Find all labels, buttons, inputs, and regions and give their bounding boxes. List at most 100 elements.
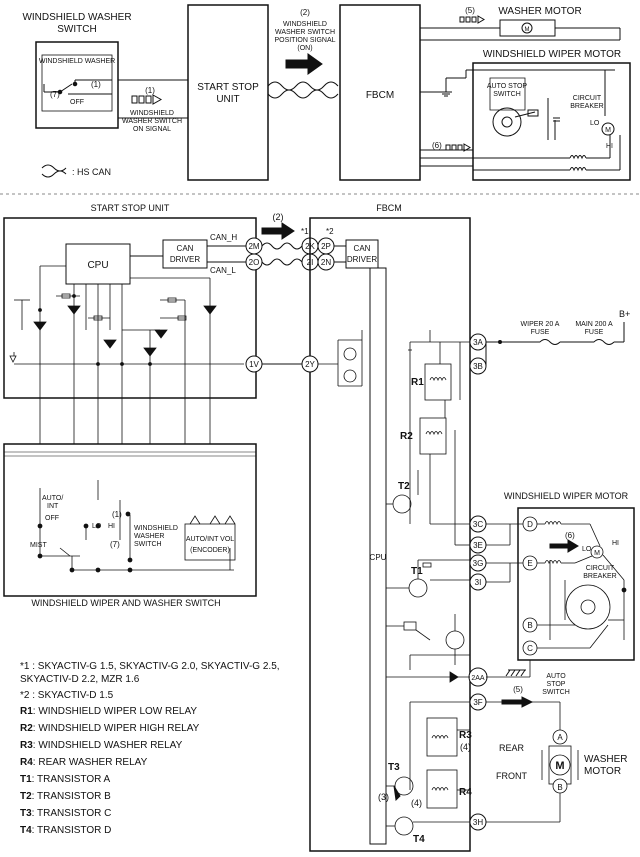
washer-motor-bottom <box>486 701 579 823</box>
top-washer-motor-label: WASHER MOTOR <box>498 6 581 17</box>
pin-3g: 3G <box>473 559 484 568</box>
main-fuse-2: FUSE <box>585 329 604 336</box>
top-fbcm-label: FBCM <box>366 90 394 101</box>
top-switch-mark1: (1) <box>91 80 101 89</box>
top-switch-off: OFF <box>70 99 84 106</box>
fbcm-can-driver-2: DRIVER <box>347 255 377 264</box>
hs-can-symbol <box>41 164 67 178</box>
legend-item: T2: TRANSISTOR B <box>20 790 111 802</box>
top-wiper-motor-label: WINDSHIELD WIPER MOTOR <box>483 49 621 60</box>
legend-item: R1: WINDSHIELD WIPER LOW RELAY <box>20 705 198 717</box>
bottom-sig2-arrow <box>261 222 295 240</box>
washer-a: A <box>557 733 563 742</box>
motor-cb-2: BREAKER <box>583 573 616 580</box>
conn-e: E <box>527 559 532 568</box>
pin-3e: 3E <box>473 541 483 550</box>
motor-lo: LO <box>582 546 592 553</box>
top-sig2-text-1: WINDSHIELD <box>283 21 327 28</box>
washer-front: FRONT <box>496 771 527 781</box>
fbcm-cpu-label: CPU <box>370 553 387 562</box>
bottom-sig2-num: (2) <box>273 212 284 222</box>
top-sig2-num: (2) <box>300 8 310 17</box>
pin-2y: 2Y <box>305 360 315 369</box>
relay-r3-r4 <box>386 701 470 836</box>
washer-b: B <box>557 783 562 792</box>
wiper-washer-switch-box <box>3 443 257 597</box>
top-auto-stop-1: AUTO STOP <box>487 83 528 90</box>
tr-t2-label: T2 <box>398 481 410 492</box>
wiper-fuse-2: FUSE <box>531 329 550 336</box>
motor-as-1: AUTO <box>546 673 566 680</box>
legend-footnote-1: *1 : SKYACTIV-G 1.5, SKYACTIV-G 2.0, SKY… <box>20 661 280 685</box>
top-sig1-text-1: WINDSHIELD <box>130 110 174 117</box>
pin-3i: 3I <box>475 578 482 587</box>
wiper-motor-box <box>517 507 635 661</box>
switch-internal <box>37 398 236 573</box>
wiper-motor-title: WINDSHIELD WIPER MOTOR <box>504 491 629 501</box>
wiper-motor-internal <box>486 516 627 678</box>
switch-title: WINDSHIELD WIPER AND WASHER SWITCH <box>31 598 220 608</box>
top-ssu-label-1: START STOP <box>197 82 259 93</box>
top-switch-mark7: (7) <box>50 90 60 99</box>
bottom-sig5-num: (5) <box>513 685 523 694</box>
conn-d: D <box>527 520 533 529</box>
sw-hi: HI <box>108 523 115 530</box>
conn-b: B <box>527 621 532 630</box>
top-sig1-num: (1) <box>145 86 155 95</box>
motor-m-small: M <box>594 550 600 557</box>
top-lo: LO <box>590 120 600 127</box>
ssu-cpu-label: CPU <box>87 260 108 271</box>
top-switch-title-2: SWITCH <box>57 24 96 35</box>
pin-3c: 3C <box>473 520 483 529</box>
top-sig6-num: (6) <box>432 141 442 150</box>
ssu-can-driver <box>162 239 208 269</box>
top-ssu-label-2: UNIT <box>216 94 239 105</box>
washer-motor-1: WASHER <box>584 754 628 765</box>
relay-r1-r2 <box>408 330 471 546</box>
motor-as-2: STOP <box>547 681 566 688</box>
svg-text:M: M <box>605 127 611 134</box>
top-sig2-arrow <box>285 53 323 75</box>
sw-off: OFF <box>45 515 59 522</box>
sw-washer-3: SWITCH <box>134 541 162 548</box>
wiper-fuse-1: WIPER 20 A <box>521 321 560 328</box>
fbcm-can-driver <box>345 239 379 269</box>
mark-star2: *2 <box>326 227 334 236</box>
fbcm-cpu-bar <box>369 267 387 845</box>
legend-item: T3: TRANSISTOR C <box>20 807 112 819</box>
washer-rear: REAR <box>499 743 525 753</box>
hs-can-label: : HS CAN <box>72 167 111 177</box>
tr-t3-label: T3 <box>388 762 400 773</box>
tr-t4-label: T4 <box>413 834 425 845</box>
motor-hi: HI <box>612 540 619 547</box>
relay-r2-label: R2 <box>400 431 413 442</box>
washer-m: M <box>555 760 564 772</box>
legend-item: T1: TRANSISTOR A <box>20 773 111 785</box>
ssu-can-driver-1: CAN <box>177 244 194 253</box>
legend-item: T4: TRANSISTOR D <box>20 824 112 836</box>
top-sig6-arrow <box>445 143 471 152</box>
top-sig2-text-2: WASHER SWITCH <box>275 29 335 36</box>
sw-auto-int-2: INT <box>47 503 59 510</box>
top-sig5-num: (5) <box>465 6 475 15</box>
top-can-twisted <box>267 81 339 99</box>
sw-mark7: (7) <box>110 540 120 549</box>
top-cb-1: CIRCUIT <box>573 95 602 102</box>
ssu-title: START STOP UNIT <box>91 203 170 213</box>
pin-2p: 2P <box>321 242 331 251</box>
sw-washer-2: WASHER <box>134 533 164 540</box>
top-wiper-motor-box <box>472 62 631 181</box>
svg-text:M: M <box>525 27 530 33</box>
mark4b: (4) <box>411 798 422 808</box>
fbcm-can-driver-1: CAN <box>354 244 371 253</box>
bottom-sig6-num: (6) <box>565 531 575 540</box>
motor-as-3: SWITCH <box>542 689 570 696</box>
fbcm-title: FBCM <box>376 203 402 213</box>
ssu-can-h: CAN_H <box>210 233 237 242</box>
ground-symbol <box>505 669 526 677</box>
top-sig2-text-4: (ON) <box>297 45 312 52</box>
top-sig1-text-2: WASHER SWITCH <box>122 118 182 125</box>
top-sig5-arrow <box>459 15 485 24</box>
relay-r4-label: R4 <box>459 787 472 798</box>
pin-2aa: 2AA <box>471 675 485 682</box>
